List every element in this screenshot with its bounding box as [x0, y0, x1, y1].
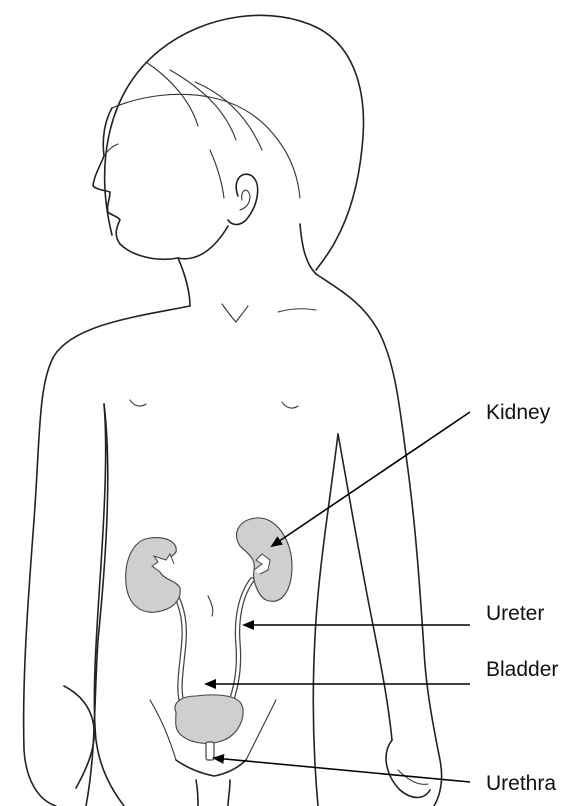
collar-mark-right: [278, 309, 316, 312]
right-arm-inner: [338, 434, 392, 740]
bladder: [175, 695, 243, 743]
nipple-right: [282, 402, 298, 408]
leg-left: [196, 780, 198, 806]
ureter-right: [228, 580, 252, 710]
kidney-label: Kidney: [486, 402, 550, 423]
hip-line-right: [246, 700, 276, 760]
right-hand: [386, 740, 430, 798]
urethra-label: Urethra: [486, 773, 556, 794]
collar-mark-left: [222, 304, 248, 322]
torso-right: [313, 434, 338, 806]
hair-outline: [105, 15, 364, 270]
urinary-organs: [126, 518, 292, 760]
ear-inner: [240, 190, 250, 210]
hip-line-left: [150, 700, 176, 760]
bladder-label: Bladder: [486, 659, 558, 680]
face-profile: [93, 108, 178, 259]
hair-strand-4: [210, 150, 224, 198]
nipple-left: [130, 400, 146, 406]
kidney-left: [126, 538, 181, 613]
ureter-label: Ureter: [486, 603, 544, 624]
hairline: [112, 94, 300, 198]
arrow-urethra: [214, 758, 470, 782]
left-hand: [64, 686, 94, 788]
neck-left: [178, 258, 190, 306]
urethra: [206, 742, 214, 760]
leg-right: [228, 780, 230, 806]
neck-right: [300, 224, 316, 274]
ear: [228, 174, 258, 224]
navel: [208, 596, 213, 616]
crotch-line: [176, 760, 246, 776]
right-shoulder-arm-outer: [316, 274, 442, 806]
torso-left: [94, 404, 124, 806]
arrow-kidney: [272, 412, 470, 546]
jaw-line: [178, 226, 228, 259]
hair-strand-3: [195, 82, 262, 150]
hair-strand-2: [170, 70, 236, 140]
